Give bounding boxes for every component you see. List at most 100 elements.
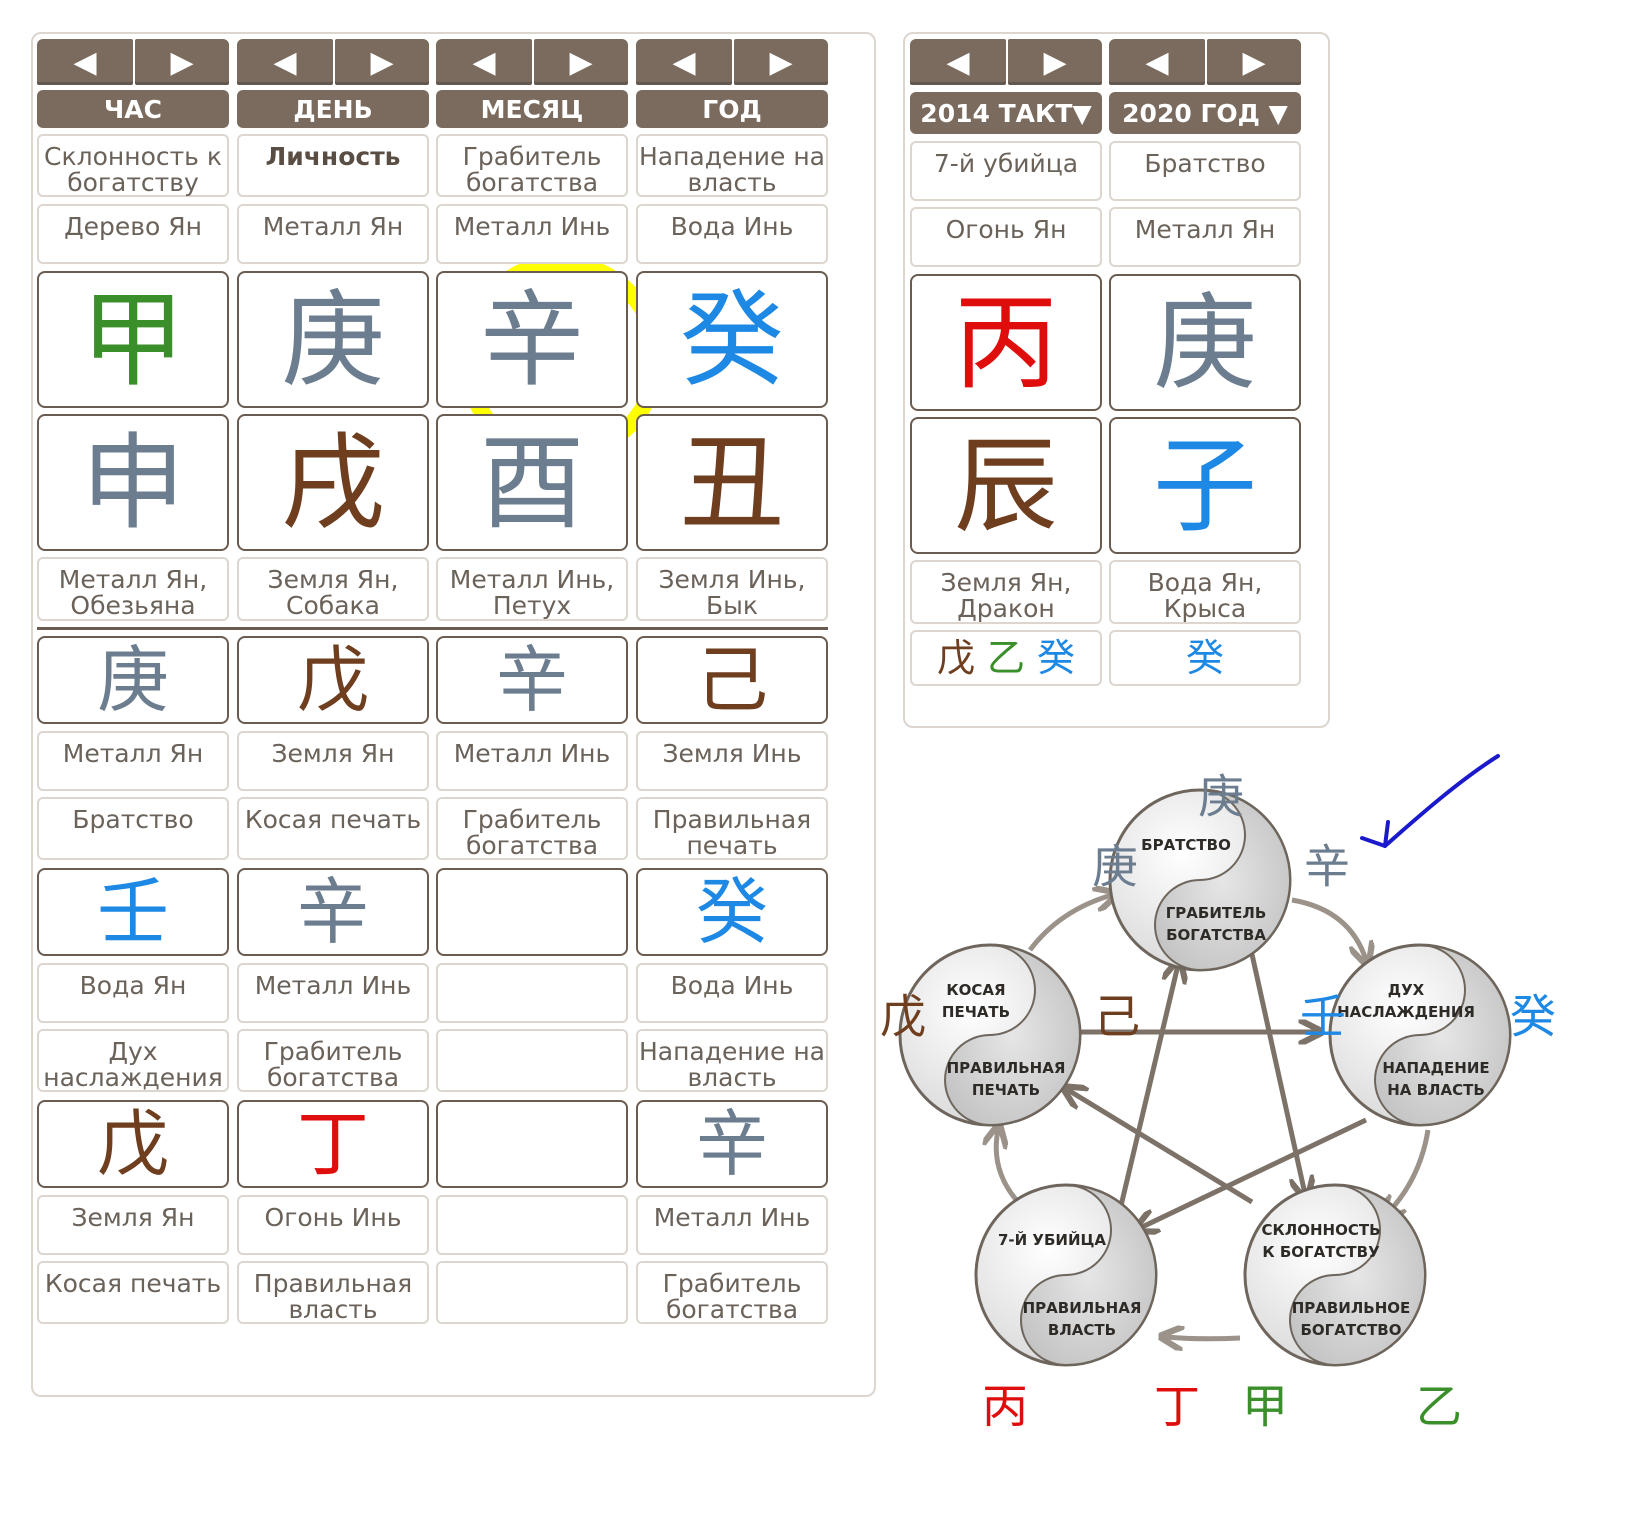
hidden-stem[interactable]: 辛 xyxy=(636,1100,828,1188)
prev-button[interactable]: ◀ xyxy=(636,39,732,85)
earthly-branch[interactable]: 辰 xyxy=(910,417,1102,554)
next-button[interactable]: ▶ xyxy=(335,39,429,85)
hidden-stem: 癸 xyxy=(1037,636,1076,680)
divider xyxy=(37,627,828,630)
hidden-stem-role: Правильная печать xyxy=(636,797,828,860)
hidden-stem-role: Грабитель богатства xyxy=(237,1029,429,1092)
star-arrow xyxy=(1140,1117,1368,1228)
heavenly-stem[interactable]: 庚 xyxy=(237,271,429,408)
heavenly-stem[interactable]: 庚 xyxy=(1109,274,1301,411)
stem-element-label: Металл Ян xyxy=(237,204,429,264)
diagram-stem-char: 丁 xyxy=(1154,1379,1200,1433)
hidden-stem-element: Огонь Инь xyxy=(237,1195,429,1255)
cycle-arrow xyxy=(1166,1337,1241,1339)
stem-element-label: Огонь Ян xyxy=(910,207,1102,267)
hidden-stem[interactable]: 辛 xyxy=(237,868,429,956)
next-button[interactable]: ▶ xyxy=(734,39,828,85)
next-button[interactable]: ▶ xyxy=(135,39,229,85)
hidden-stem-role: Косая печать xyxy=(37,1261,229,1324)
hidden-stem-element: Металл Инь xyxy=(436,731,628,791)
hidden-stem[interactable]: 庚 xyxy=(37,636,229,724)
stem-element-label: Металл Инь xyxy=(436,204,628,264)
hidden-stems-row: 癸 xyxy=(1109,630,1301,686)
hidden-stem-role xyxy=(436,1029,628,1092)
svg-text:БРАТСТВО: БРАТСТВО xyxy=(1141,836,1231,854)
next-button[interactable]: ▶ xyxy=(1008,39,1102,85)
hidden-stem: 乙 xyxy=(986,636,1025,680)
hidden-stem-role: Косая печать xyxy=(237,797,429,860)
branch-description: Вода Ян, Крыса xyxy=(1109,560,1301,624)
star-arrow xyxy=(1117,965,1178,1211)
next-button[interactable]: ▶ xyxy=(1207,39,1301,85)
branch-description: Земля Ян, Дракон xyxy=(910,560,1102,624)
hidden-stem-element: Металл Инь xyxy=(237,963,429,1023)
hidden-stem[interactable]: 癸 xyxy=(636,868,828,956)
diagram-stem-char: 甲 xyxy=(1242,1379,1288,1433)
diagram-stem-char: 壬 xyxy=(1300,989,1346,1043)
branch-description: Земля Ян, Собака xyxy=(237,557,429,621)
hidden-stem[interactable]: 戊 xyxy=(237,636,429,724)
earthly-branch[interactable]: 酉 xyxy=(436,414,628,551)
hidden-stem[interactable]: 壬 xyxy=(37,868,229,956)
period-select[interactable]: 2014 ТАКТ▼ xyxy=(910,92,1102,134)
prev-button[interactable]: ◀ xyxy=(37,39,133,85)
period-select[interactable]: 2020 ГОД ▼ xyxy=(1109,92,1301,134)
prev-button[interactable]: ◀ xyxy=(910,39,1006,85)
star-arrow xyxy=(1068,1090,1254,1205)
earthly-branch[interactable]: 丑 xyxy=(636,414,828,551)
hidden-stem[interactable]: 丁 xyxy=(237,1100,429,1188)
heavenly-stem[interactable]: 丙 xyxy=(910,274,1102,411)
prev-button[interactable]: ◀ xyxy=(237,39,333,85)
hidden-stem-element: Вода Инь xyxy=(636,963,828,1023)
earthly-branch[interactable]: 子 xyxy=(1109,417,1301,554)
diagram-stem-char: 己 xyxy=(1094,989,1140,1043)
hidden-stem[interactable]: 戊 xyxy=(37,1100,229,1188)
hidden-stem[interactable] xyxy=(436,868,628,956)
role-label: Грабитель богатства xyxy=(436,134,628,197)
earthly-branch[interactable]: 戌 xyxy=(237,414,429,551)
hidden-stem: 戊 xyxy=(936,636,975,680)
prev-button[interactable]: ◀ xyxy=(1109,39,1205,85)
hidden-stem: 癸 xyxy=(1185,636,1224,680)
prev-button[interactable]: ◀ xyxy=(436,39,532,85)
next-button[interactable]: ▶ xyxy=(534,39,628,85)
hidden-stem[interactable]: 己 xyxy=(636,636,828,724)
role-label: Нападение на власть xyxy=(636,134,828,197)
column-header: ЧАС xyxy=(37,90,229,128)
earthly-branch[interactable]: 申 xyxy=(37,414,229,551)
role-label: Братство xyxy=(1109,141,1301,201)
hidden-stems-row: 戊乙癸 xyxy=(910,630,1102,686)
hidden-stem-role: Грабитель богатства xyxy=(436,797,628,860)
hidden-stem-element: Металл Инь xyxy=(636,1195,828,1255)
branch-description: Металл Инь, Петух xyxy=(436,557,628,621)
heavenly-stem[interactable]: 甲 xyxy=(37,271,229,408)
annotation-arrow-line xyxy=(1383,754,1500,848)
hidden-stem-element: Металл Ян xyxy=(37,731,229,791)
hidden-stem-element: Земля Ян xyxy=(237,731,429,791)
hidden-stem[interactable]: 辛 xyxy=(436,636,628,724)
diagram-stem-char: 乙 xyxy=(1416,1379,1462,1433)
hidden-stem-element xyxy=(436,963,628,1023)
hidden-stem[interactable] xyxy=(436,1100,628,1188)
heavenly-stem[interactable]: 癸 xyxy=(636,271,828,408)
diagram-stem-char: 丙 xyxy=(982,1379,1028,1433)
cycle-arrow xyxy=(996,1130,1020,1204)
hidden-stem-element: Земля Инь xyxy=(636,731,828,791)
column-header: ГОД xyxy=(636,90,828,128)
heavenly-stem[interactable]: 辛 xyxy=(436,271,628,408)
svg-text:7-Й УБИЙЦА: 7-Й УБИЙЦА xyxy=(998,1230,1106,1249)
stem-element-label: Металл Ян xyxy=(1109,207,1301,267)
